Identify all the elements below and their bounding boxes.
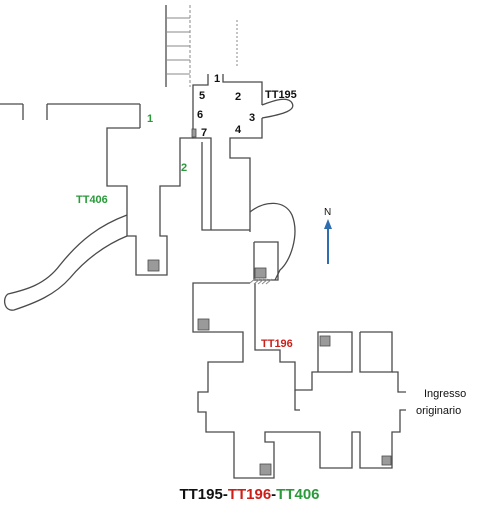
room-number: 2 (235, 91, 241, 103)
title-tt195: TT195 (179, 486, 223, 503)
title-tt196: TT196 (227, 486, 272, 503)
diagram-title: TT195-TT196-TT406 (0, 486, 499, 503)
room-number: 3 (249, 112, 255, 124)
connection-shaft (201, 142, 296, 281)
room-number: 1 (214, 73, 220, 85)
tt195-label: TT195 (265, 89, 297, 101)
entrance-label-line2: originario (416, 405, 461, 417)
tt406-number: 2 (181, 162, 187, 174)
burial-shaft (254, 267, 267, 279)
tt195-hall (192, 74, 294, 232)
tt406-corridor (0, 103, 193, 311)
burial-shaft (197, 318, 210, 331)
upper-corridor (165, 5, 238, 87)
title-separator: - (271, 486, 277, 503)
tt196-plan (192, 282, 406, 479)
burial-shafts (147, 128, 392, 476)
tt406-number: 1 (147, 113, 153, 125)
burial-shaft (319, 335, 331, 347)
room-number: 6 (197, 109, 203, 121)
passage-marker (191, 128, 197, 138)
title-separator: - (222, 486, 228, 503)
tt196-label: TT196 (261, 338, 293, 350)
north-label: N (324, 207, 331, 218)
north-arrow: N (324, 207, 332, 264)
burial-shaft (381, 455, 392, 466)
room-number: 7 (201, 127, 207, 139)
burial-shaft (259, 463, 272, 476)
title-tt406: TT406 (276, 486, 320, 503)
entrance-label-line1: Ingresso (424, 388, 466, 400)
room-number: 5 (199, 90, 205, 102)
room-number: 4 (235, 124, 242, 136)
north-arrow-icon (324, 219, 332, 229)
entrance-hatch (249, 277, 273, 285)
burial-shaft (147, 259, 160, 272)
tt406-label: TT406 (76, 194, 108, 206)
